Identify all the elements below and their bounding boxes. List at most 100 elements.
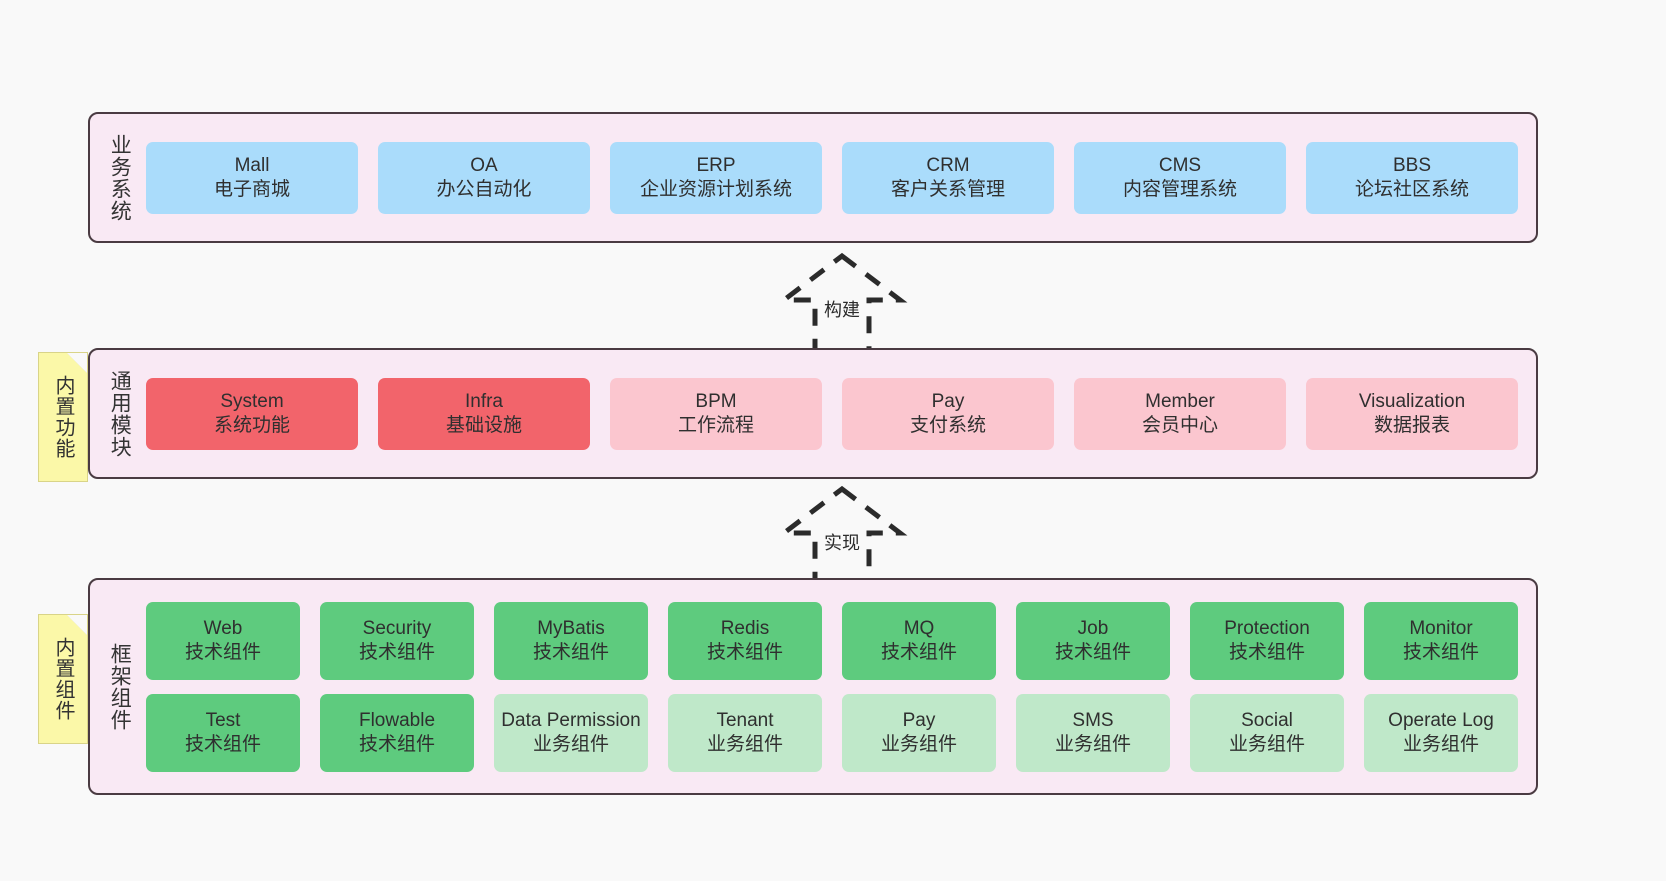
card-flowable-cn: 技术组件 bbox=[358, 733, 435, 755]
card-mall[interactable]: Mall 电子商城 bbox=[146, 141, 358, 214]
card-infra-cn: 基础设施 bbox=[445, 414, 522, 436]
layer-business-system-row: Mall 电子商城 OA 办公自动化 ERP 企业资源计划系统 CRM 客户关系… bbox=[146, 141, 1518, 214]
card-sms-cn: 业务组件 bbox=[1054, 733, 1131, 755]
card-flowable-en: Flowable bbox=[358, 709, 436, 731]
card-system-en: System bbox=[220, 390, 284, 412]
card-data-permission-cn: 业务组件 bbox=[532, 733, 609, 755]
card-operate-log-en: Operate Log bbox=[1388, 709, 1494, 731]
card-pay-module[interactable]: Pay 支付系统 bbox=[842, 377, 1054, 450]
card-web-en: Web bbox=[203, 617, 243, 639]
layer-common-module: 通用模块 System 系统功能 Infra 基础设施 BPM 工作流程 Pay… bbox=[88, 348, 1538, 479]
card-crm[interactable]: CRM 客户关系管理 bbox=[842, 141, 1054, 214]
card-mall-cn: 电子商城 bbox=[213, 178, 290, 200]
card-oa[interactable]: OA 办公自动化 bbox=[378, 141, 590, 214]
card-member-en: Member bbox=[1145, 390, 1215, 412]
card-infra-en: Infra bbox=[464, 390, 504, 412]
card-monitor[interactable]: Monitor 技术组件 bbox=[1364, 601, 1518, 680]
layer-framework-component-row-biz: Test 技术组件 Flowable 技术组件 Data Permission … bbox=[146, 693, 1518, 772]
layer-framework-component-row-tech: Web 技术组件 Security 技术组件 MyBatis 技术组件 Redi… bbox=[146, 601, 1518, 680]
card-test[interactable]: Test 技术组件 bbox=[146, 693, 300, 772]
card-mq[interactable]: MQ 技术组件 bbox=[842, 601, 996, 680]
card-cms[interactable]: CMS 内容管理系统 bbox=[1074, 141, 1286, 214]
card-test-cn: 技术组件 bbox=[184, 733, 261, 755]
card-pay-module-en: Pay bbox=[931, 390, 965, 412]
card-job-cn: 技术组件 bbox=[1054, 641, 1131, 663]
card-tenant-cn: 业务组件 bbox=[706, 733, 783, 755]
card-security-cn: 技术组件 bbox=[358, 641, 435, 663]
card-protection-cn: 技术组件 bbox=[1228, 641, 1305, 663]
card-bpm[interactable]: BPM 工作流程 bbox=[610, 377, 822, 450]
layer-framework-component: 框架组件 Web 技术组件 Security 技术组件 MyBatis 技术组件… bbox=[88, 578, 1538, 795]
card-bbs-cn: 论坛社区系统 bbox=[1354, 178, 1469, 200]
card-mall-en: Mall bbox=[234, 154, 270, 176]
build-arrow-glyph bbox=[776, 252, 908, 357]
card-cms-en: CMS bbox=[1158, 154, 1202, 176]
card-data-permission-en: Data Permission bbox=[501, 709, 641, 731]
card-protection[interactable]: Protection 技术组件 bbox=[1190, 601, 1344, 680]
card-operate-log-cn: 业务组件 bbox=[1402, 733, 1479, 755]
card-web[interactable]: Web 技术组件 bbox=[146, 601, 300, 680]
card-job-en: Job bbox=[1077, 617, 1109, 639]
card-social[interactable]: Social 业务组件 bbox=[1190, 693, 1344, 772]
card-pay-component[interactable]: Pay 业务组件 bbox=[842, 693, 996, 772]
layer-common-module-row: System 系统功能 Infra 基础设施 BPM 工作流程 Pay 支付系统… bbox=[146, 377, 1518, 450]
card-member-cn: 会员中心 bbox=[1141, 414, 1218, 436]
card-bbs-en: BBS bbox=[1392, 154, 1432, 176]
card-visualization-en: Visualization bbox=[1358, 390, 1466, 412]
card-pay-component-en: Pay bbox=[902, 709, 936, 731]
card-erp-cn: 企业资源计划系统 bbox=[639, 178, 792, 200]
card-crm-cn: 客户关系管理 bbox=[890, 178, 1005, 200]
card-visualization[interactable]: Visualization 数据报表 bbox=[1306, 377, 1518, 450]
card-mq-en: MQ bbox=[903, 617, 935, 639]
card-job[interactable]: Job 技术组件 bbox=[1016, 601, 1170, 680]
card-protection-en: Protection bbox=[1224, 617, 1310, 639]
implement-arrow: 实现 bbox=[752, 483, 932, 593]
layer-common-module-title: 通用模块 bbox=[108, 369, 132, 458]
card-flowable[interactable]: Flowable 技术组件 bbox=[320, 693, 474, 772]
layer-business-system-title: 业务系统 bbox=[108, 133, 132, 222]
card-bpm-en: BPM bbox=[695, 390, 737, 412]
card-bbs[interactable]: BBS 论坛社区系统 bbox=[1306, 141, 1518, 214]
card-visualization-cn: 数据报表 bbox=[1373, 414, 1450, 436]
card-member[interactable]: Member 会员中心 bbox=[1074, 377, 1286, 450]
card-mq-cn: 技术组件 bbox=[880, 641, 957, 663]
card-tenant-en: Tenant bbox=[716, 709, 774, 731]
card-oa-en: OA bbox=[470, 154, 498, 176]
card-redis-en: Redis bbox=[720, 617, 770, 639]
card-operate-log[interactable]: Operate Log 业务组件 bbox=[1364, 693, 1518, 772]
card-pay-module-cn: 支付系统 bbox=[909, 414, 986, 436]
card-social-en: Social bbox=[1241, 709, 1293, 731]
card-redis[interactable]: Redis 技术组件 bbox=[668, 601, 822, 680]
layer-framework-component-title: 框架组件 bbox=[108, 642, 132, 731]
builtin-function-note: 内置功能 bbox=[38, 352, 88, 482]
card-test-en: Test bbox=[205, 709, 241, 731]
card-erp-en: ERP bbox=[696, 154, 736, 176]
implement-arrow-glyph bbox=[776, 485, 908, 590]
card-oa-cn: 办公自动化 bbox=[436, 178, 532, 200]
card-redis-cn: 技术组件 bbox=[706, 641, 783, 663]
card-web-cn: 技术组件 bbox=[184, 641, 261, 663]
card-erp[interactable]: ERP 企业资源计划系统 bbox=[610, 141, 822, 214]
layer-common-module-body: System 系统功能 Infra 基础设施 BPM 工作流程 Pay 支付系统… bbox=[142, 350, 1536, 477]
card-data-permission[interactable]: Data Permission 业务组件 bbox=[494, 693, 648, 772]
builtin-component-note: 内置组件 bbox=[38, 614, 88, 744]
build-arrow: 构建 bbox=[752, 250, 932, 360]
card-pay-component-cn: 业务组件 bbox=[880, 733, 957, 755]
card-system-cn: 系统功能 bbox=[213, 414, 290, 436]
card-sms-en: SMS bbox=[1072, 709, 1114, 731]
card-infra[interactable]: Infra 基础设施 bbox=[378, 377, 590, 450]
card-cms-cn: 内容管理系统 bbox=[1122, 178, 1237, 200]
card-security[interactable]: Security 技术组件 bbox=[320, 601, 474, 680]
card-system[interactable]: System 系统功能 bbox=[146, 377, 358, 450]
card-security-en: Security bbox=[362, 617, 432, 639]
layer-business-system: 业务系统 Mall 电子商城 OA 办公自动化 ERP 企业资源计划系统 CRM… bbox=[88, 112, 1538, 243]
card-social-cn: 业务组件 bbox=[1228, 733, 1305, 755]
card-sms[interactable]: SMS 业务组件 bbox=[1016, 693, 1170, 772]
card-mybatis[interactable]: MyBatis 技术组件 bbox=[494, 601, 648, 680]
card-crm-en: CRM bbox=[926, 154, 970, 176]
builtin-function-note-text: 内置功能 bbox=[52, 375, 74, 459]
builtin-component-note-text: 内置组件 bbox=[52, 637, 74, 721]
card-tenant[interactable]: Tenant 业务组件 bbox=[668, 693, 822, 772]
layer-framework-component-body: Web 技术组件 Security 技术组件 MyBatis 技术组件 Redi… bbox=[142, 580, 1536, 793]
